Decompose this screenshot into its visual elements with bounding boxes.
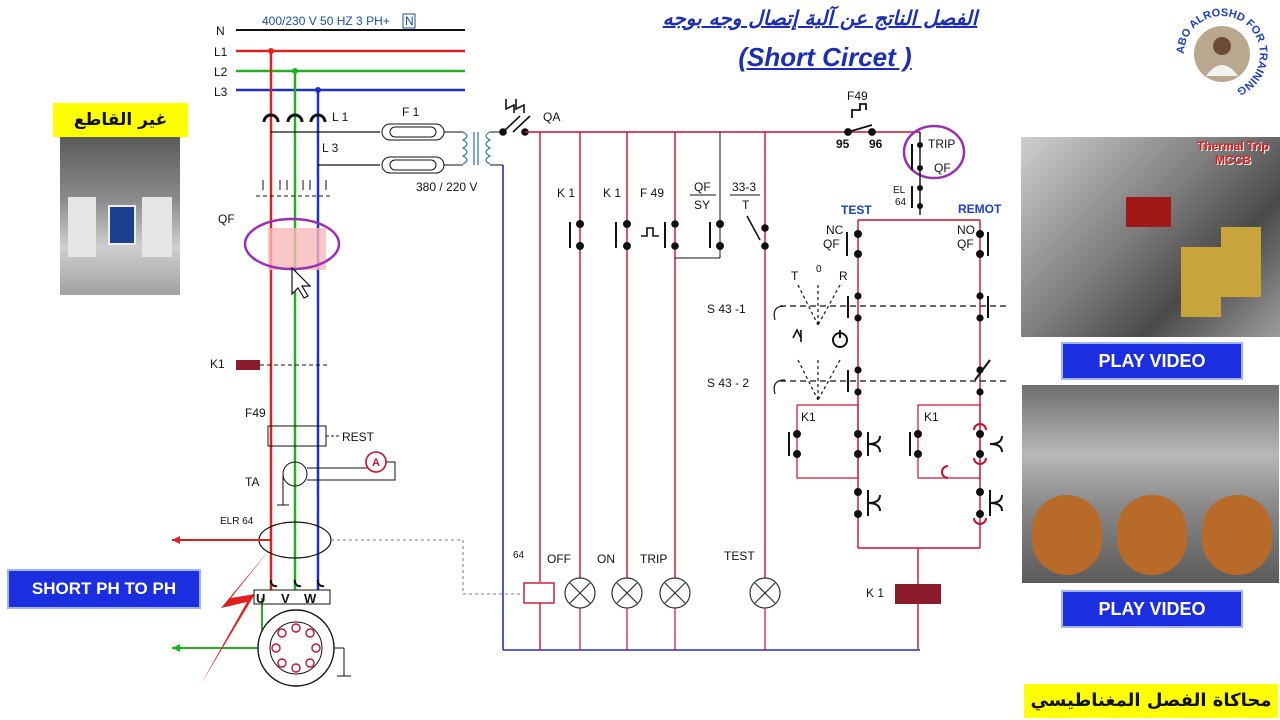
supply-spec-n: N xyxy=(405,14,414,28)
short-lightning-icon xyxy=(201,548,271,684)
trainer-logo: ABO ALROSHD FOR TRAINING xyxy=(1172,2,1272,102)
f49-96: 96 xyxy=(869,137,883,151)
branch-f49-label: F 49 xyxy=(640,186,664,200)
no-qf-label: QF xyxy=(957,237,974,251)
title-english: (Short Circet ) xyxy=(738,42,912,72)
branch-k1b-label: K 1 xyxy=(603,186,621,200)
bus-l1-label: L1 xyxy=(214,45,228,59)
trip-qf-highlight xyxy=(902,124,966,180)
bus-l2-label: L2 xyxy=(214,65,228,79)
lamp-trip-label: TRIP xyxy=(640,552,667,566)
breaker-caption: غير القاطع xyxy=(53,103,188,137)
contact-k1a xyxy=(569,220,584,250)
breaker-photo xyxy=(60,137,180,295)
qf-label: QF xyxy=(218,212,235,226)
title-arabic: الفصل الناتج عن آلية إتصال وجه بوجه xyxy=(662,6,978,30)
el-label: EL xyxy=(893,185,906,196)
supply-spec-n-box xyxy=(402,13,416,29)
branch-k1a-label: K 1 xyxy=(557,186,575,200)
k1-right-label: K1 xyxy=(924,410,939,424)
contact-k1b xyxy=(615,220,631,250)
terminal-l3 xyxy=(309,113,327,123)
f49-95: 95 xyxy=(836,137,850,151)
fuse-f1-label: F 1 xyxy=(402,105,420,119)
qf-breaker xyxy=(256,180,330,197)
f49-top-label: F49 xyxy=(847,89,868,103)
branch-33-label: 33-3 xyxy=(732,180,756,194)
nc-qf-label: QF xyxy=(823,237,840,251)
tap-l3-label: L 3 xyxy=(322,141,339,155)
lamp-on xyxy=(611,577,643,650)
breaker-toggle-icon xyxy=(108,205,136,245)
elr-label: ELR 64 xyxy=(220,516,254,527)
branch-qf-label: QF xyxy=(694,180,711,194)
footer-caption: محاكاة الفصل المغناطيسي xyxy=(1024,684,1278,718)
selector-s43 xyxy=(773,284,1010,401)
trip-label: TRIP xyxy=(928,137,955,151)
bus-n-label: N xyxy=(216,24,225,38)
fuse-f1-top xyxy=(381,123,445,141)
contact-f49 xyxy=(641,220,679,250)
branch-sy-label: SY xyxy=(694,198,710,212)
contact-qf-sy xyxy=(675,132,724,259)
thermal-trip-line2: MCCB xyxy=(1215,153,1251,167)
lamp-off xyxy=(564,577,596,650)
k1-power-coil xyxy=(236,360,260,370)
lamp-trip xyxy=(659,577,691,650)
control-transformer xyxy=(461,131,492,165)
k1-coil-label: K 1 xyxy=(866,586,884,600)
el-64-label: 64 xyxy=(895,197,907,208)
thermal-trip-line1: Thermal Trip xyxy=(1196,139,1270,153)
test-label: TEST xyxy=(841,203,872,217)
s43-1-label: S 43 -1 xyxy=(707,302,746,316)
lamp-on-label: ON xyxy=(597,552,615,566)
qa-label: QA xyxy=(543,110,560,124)
motor-v-label: V xyxy=(281,591,290,606)
motor-u-label: U xyxy=(256,591,265,606)
play-video-button-2[interactable]: PLAY VIDEO xyxy=(1061,590,1243,628)
ammeter xyxy=(365,451,387,473)
lamp-test xyxy=(749,577,781,650)
terminal-l1 xyxy=(262,113,280,123)
lamp-off-label: OFF xyxy=(547,552,571,566)
transformer-ratio: 380 / 220 V xyxy=(416,180,477,194)
short-ph-to-ph-label: SHORT PH TO PH xyxy=(7,569,201,609)
remot-label: REMOT xyxy=(958,202,1002,216)
ammeter-label: A xyxy=(372,457,380,469)
tap-l1-label: L 1 xyxy=(332,110,349,124)
lamp-test-label: TEST xyxy=(724,549,755,563)
s43-2-label: S 43 - 2 xyxy=(707,376,749,390)
terminal-l2 xyxy=(286,113,304,123)
qa-breaker xyxy=(499,99,531,136)
selector-zero-label: 0 xyxy=(816,264,822,275)
motor-w-label: W xyxy=(304,591,317,606)
cursor-pointer-icon xyxy=(291,266,312,299)
motor-icon xyxy=(257,609,335,687)
selector-t-label: T xyxy=(791,269,799,283)
qf-trip-zone xyxy=(268,228,326,270)
k1-left-label: K1 xyxy=(801,410,816,424)
nc-label: NC xyxy=(826,223,844,237)
supply-spec: 400/230 V 50 HZ 3 PH+ xyxy=(262,14,390,28)
ta-label: TA xyxy=(245,475,259,489)
fuse-f1-bottom xyxy=(381,156,445,174)
branch-t-label: T xyxy=(742,198,750,212)
f49-nc-contact xyxy=(844,103,876,136)
play-video-button-1[interactable]: PLAY VIDEO xyxy=(1061,342,1243,380)
trip-qf-label: QF xyxy=(934,161,951,175)
lamp-64-label: 64 xyxy=(513,550,525,561)
contact-33-3 xyxy=(746,215,769,250)
thermal-trip-photo: Thermal Trip MCCB xyxy=(1021,137,1280,337)
rest-label: REST xyxy=(342,430,375,444)
selector-r-label: R xyxy=(839,269,848,283)
elr-relay-coil xyxy=(523,582,555,604)
no-label: NO xyxy=(957,223,975,237)
f49-power-label: F49 xyxy=(245,406,266,420)
k1-coil xyxy=(895,584,941,604)
bus-l3-label: L3 xyxy=(214,85,228,99)
contactor-photo xyxy=(1022,385,1279,583)
k1-power-label: K1 xyxy=(210,357,225,371)
